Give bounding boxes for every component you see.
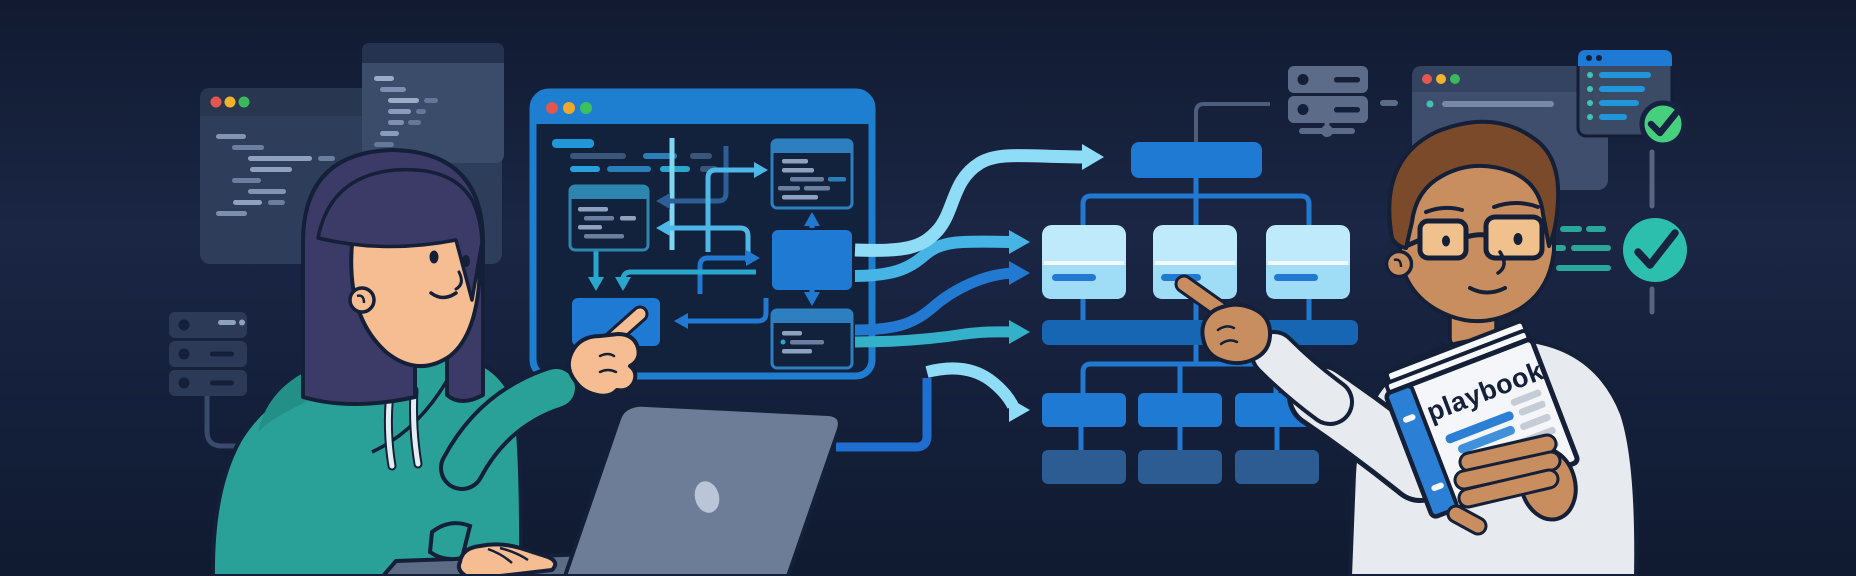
- woman-eye: [429, 250, 439, 264]
- checklist-items: [1587, 72, 1651, 120]
- data-pipes: [836, 144, 1104, 452]
- flowchart-box-muted: [1235, 450, 1319, 484]
- server-rack-right-icon: [1194, 66, 1398, 142]
- traffic-lights-icons: [546, 102, 592, 114]
- browser-titlebar: [536, 95, 872, 124]
- diagram-card-e: [770, 308, 854, 370]
- woman-bangs: [316, 167, 484, 302]
- traffic-lights-icons: [210, 96, 250, 108]
- pipe-arrowhead: [1009, 261, 1030, 285]
- laptop-logo: [694, 481, 720, 513]
- woman-pointing-hand: [566, 305, 649, 398]
- close-light-icon: [210, 96, 222, 108]
- minimize-light-icon: [563, 102, 575, 114]
- minimize-light-icon: [1436, 74, 1446, 84]
- woman-arms: [427, 305, 649, 576]
- flowchart-card: [1042, 225, 1126, 299]
- woman-ear: [348, 286, 376, 314]
- woman-raised-sleeve: [443, 369, 575, 487]
- flowchart-bar: [1042, 320, 1358, 345]
- pipe-arrowhead: [1082, 144, 1104, 170]
- man-ear: [1384, 249, 1414, 279]
- minimize-light-icon: [224, 96, 236, 108]
- mesh-arrowheads: [588, 162, 820, 329]
- flowchart-box: [1138, 393, 1222, 427]
- close-light-icon: [546, 102, 558, 114]
- man-engineer: playbook: [1174, 119, 1639, 576]
- code-lines: [374, 76, 438, 147]
- maximize-light-icon: [1450, 74, 1460, 84]
- man-eye: [1442, 235, 1450, 247]
- main-browser-window: [529, 88, 876, 380]
- flowchart-box: [1042, 393, 1126, 427]
- man-pointing-hand: [1174, 274, 1273, 366]
- man-nose: [1496, 250, 1506, 275]
- woman-mouth: [429, 291, 458, 300]
- woman-nose: [454, 270, 463, 291]
- man-hair: [1387, 119, 1561, 250]
- window-titlebar: [1412, 66, 1608, 92]
- man-eyebrows: [1424, 201, 1540, 214]
- woman-eye: [462, 255, 470, 267]
- server-rack-left-icon: [169, 312, 288, 449]
- window-titlebar: [362, 43, 504, 63]
- flowchart-card: [1153, 225, 1237, 299]
- changelog-dashes: [1539, 226, 1611, 271]
- close-light-icon: [1422, 74, 1432, 84]
- org-flowchart: [1042, 142, 1358, 484]
- pipe-arrowhead: [1009, 398, 1030, 422]
- code-editor-window-top: [362, 43, 504, 196]
- green-check-icon: [1639, 100, 1687, 148]
- man-head: [1384, 119, 1561, 324]
- network-connector-line: [204, 396, 288, 449]
- flowchart-top-box: [1131, 142, 1262, 178]
- book-holding-hand: [1446, 433, 1578, 536]
- flowchart-card: [1266, 225, 1350, 299]
- man-eye: [1513, 233, 1523, 245]
- man-sleeve-forearm: [1254, 334, 1350, 422]
- flowchart-connector: [1078, 427, 1280, 450]
- diagram-card-c: [770, 138, 854, 210]
- diagram-card-a: [568, 184, 650, 252]
- maximize-light-icon: [238, 96, 250, 108]
- woman-head: [301, 148, 485, 406]
- window-titlebar: [1578, 50, 1672, 66]
- pipe-arrowhead: [1009, 230, 1030, 254]
- flowchart-box-muted: [1042, 450, 1126, 484]
- maximize-light-icon: [580, 102, 592, 114]
- pipe-arrowhead: [1009, 320, 1030, 344]
- man-mouth: [1468, 286, 1507, 295]
- connector-dash: [1380, 100, 1398, 106]
- woman-engineer: [210, 148, 524, 576]
- network-connector-line: [1194, 102, 1270, 142]
- code-lines: [216, 134, 335, 216]
- flowchart-box-muted: [1138, 450, 1222, 484]
- diagram-box-d: [772, 230, 852, 290]
- bullet-dot-icon: [1426, 100, 1434, 108]
- teal-check-icon: [1623, 218, 1687, 282]
